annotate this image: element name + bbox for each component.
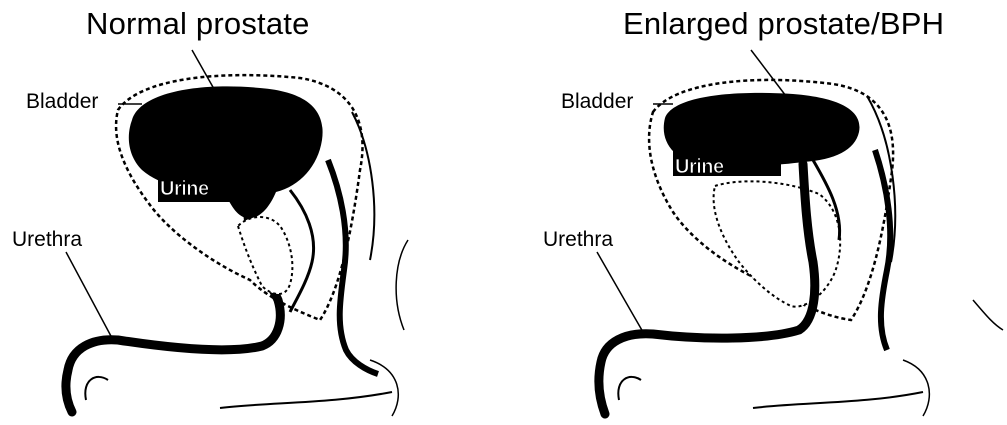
urethra-leader-line xyxy=(597,252,643,332)
thigh-outline xyxy=(220,392,392,408)
prostate-gland-enlarged xyxy=(714,181,841,306)
urine-label: Urine xyxy=(675,156,724,179)
panel-title: Enlarged prostate/BPH xyxy=(623,6,944,42)
bladder-label: Bladder xyxy=(26,90,98,114)
spine-curve xyxy=(396,240,408,330)
scrotum-outline xyxy=(85,377,108,400)
urethra-label: Urethra xyxy=(543,228,613,252)
urethra-leader-line xyxy=(66,252,112,338)
scrotum-outline xyxy=(618,377,641,400)
thigh-outline xyxy=(753,392,923,408)
hip-outline xyxy=(903,360,929,416)
normal-prostate-illustration xyxy=(0,0,503,425)
urethra-label: Urethra xyxy=(12,228,82,252)
spine-curve xyxy=(973,300,1003,330)
panel-title: Normal prostate xyxy=(86,6,310,42)
enlarged-prostate-illustration xyxy=(503,0,1007,425)
hip-outline xyxy=(370,360,398,416)
panel-enlarged-prostate: Enlarged prostate/BPH Bladder Urethra Ur… xyxy=(503,0,1007,425)
panel-normal-prostate: Normal prostate Bladder Urethra Urine xyxy=(0,0,503,425)
bladder-label: Bladder xyxy=(561,90,633,114)
urine-label: Urine xyxy=(160,178,209,201)
